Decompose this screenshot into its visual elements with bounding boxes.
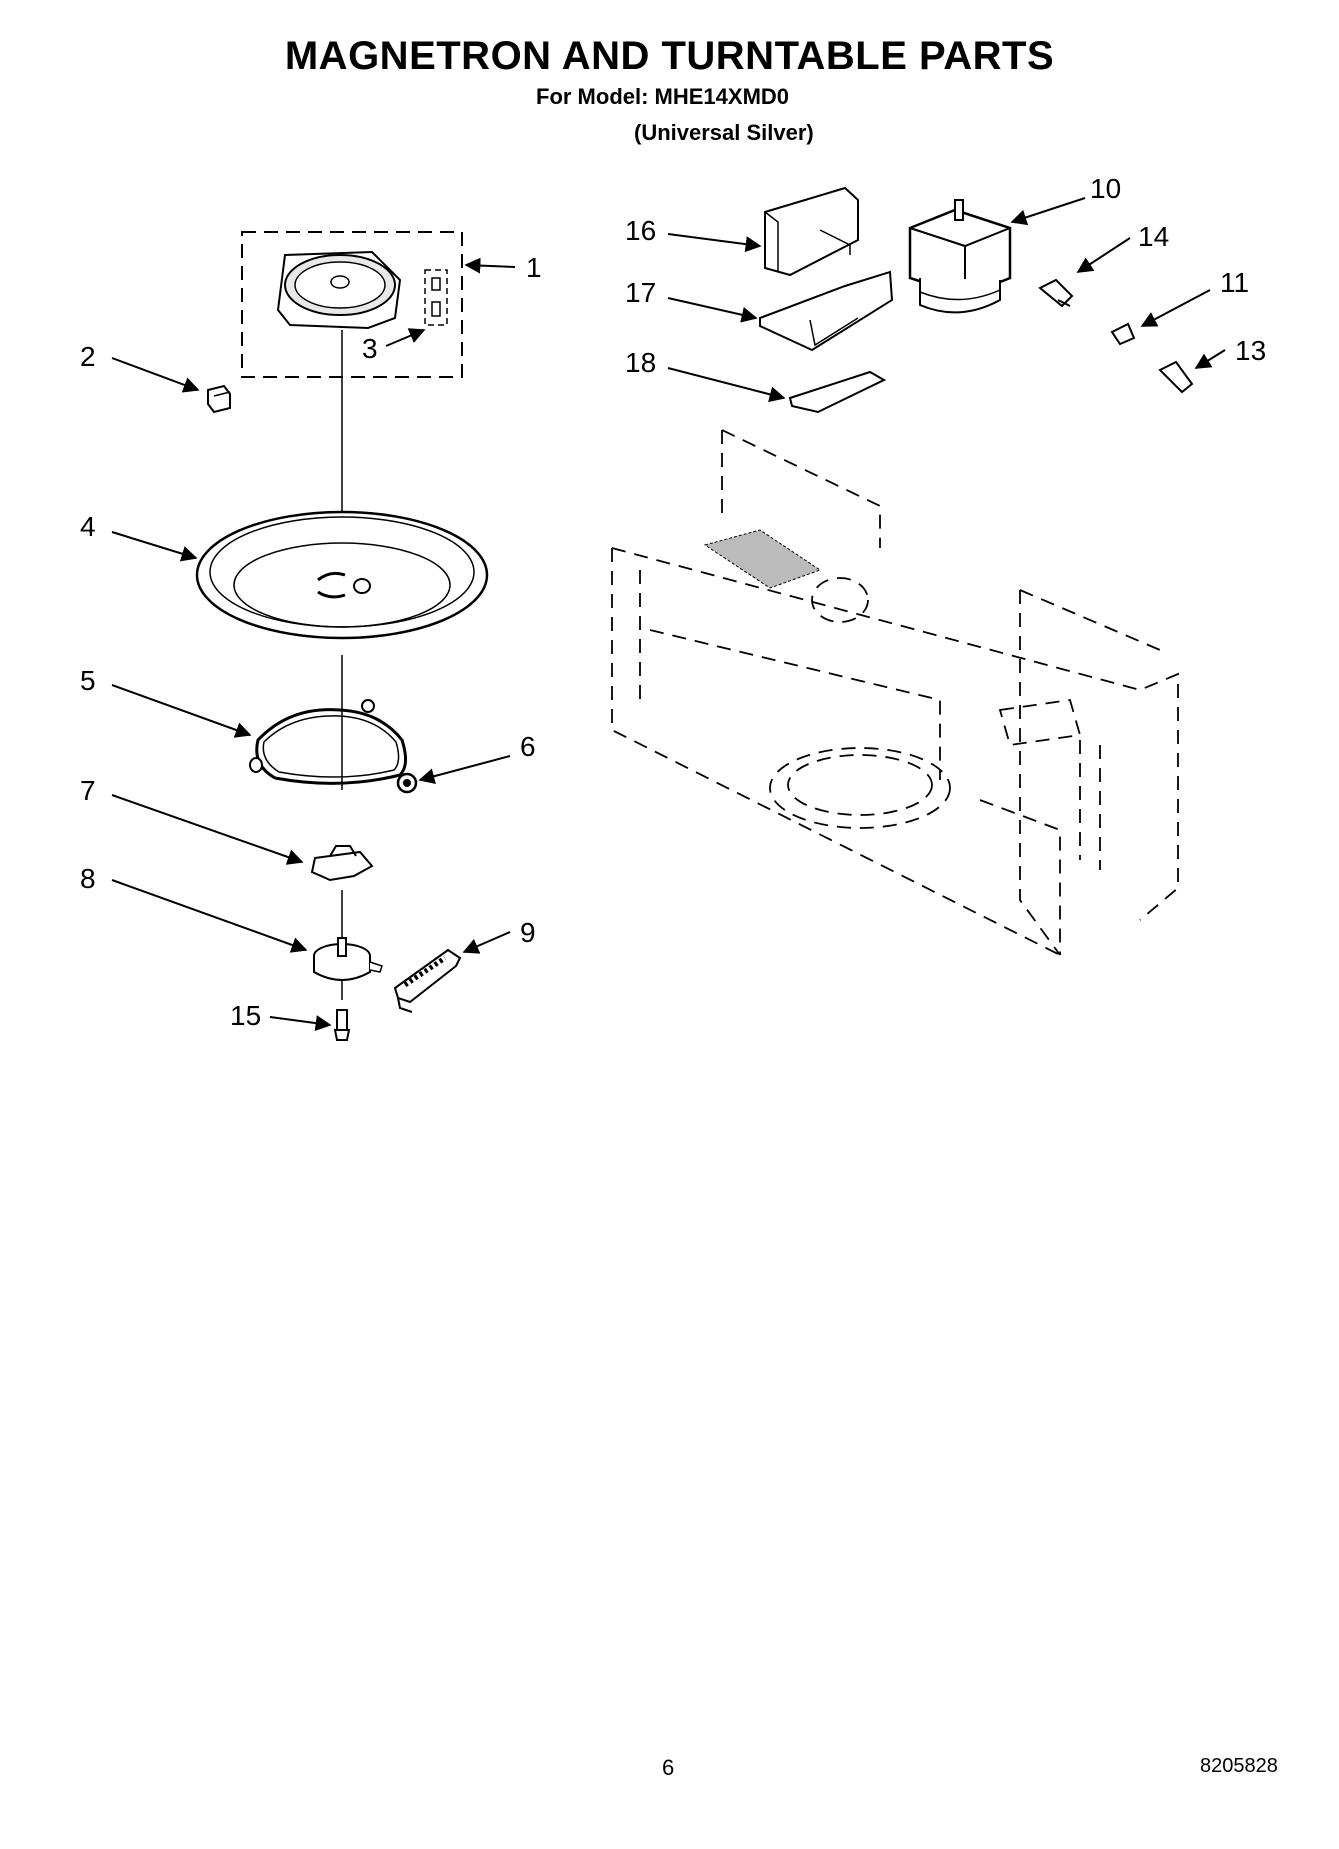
callout-11: 11: [1220, 267, 1249, 298]
callout-5: 5: [80, 665, 96, 696]
variant-line: (Universal Silver): [634, 120, 814, 145]
callout-18: 18: [625, 347, 656, 378]
part-4-turntable-tray[interactable]: [195, 510, 489, 640]
callout-16: 16: [625, 215, 656, 246]
cavity-outline: [611, 429, 1179, 956]
callout-8: 8: [80, 863, 96, 894]
callout-14: 14: [1138, 221, 1169, 252]
callout-9: 9: [520, 917, 536, 948]
part-14-screw[interactable]: [1038, 278, 1074, 308]
callout-3: 3: [362, 333, 378, 364]
callout-13: 13: [1235, 335, 1266, 366]
model-line: For Model: MHE14XMD0: [536, 84, 790, 109]
item-1-group-box: [241, 231, 463, 378]
page-title: MAGNETRON AND TURNTABLE PARTS: [284, 34, 1055, 78]
callout-4: 4: [80, 511, 96, 542]
document-number: 8205828: [1200, 1755, 1278, 1777]
part-15-screw[interactable]: [333, 1009, 351, 1041]
callout-15: 15: [230, 1000, 261, 1031]
part-5-roller-ring[interactable]: [249, 699, 407, 785]
part-1-cover-plate[interactable]: [276, 250, 402, 330]
callout-6: 6: [520, 731, 536, 762]
part-10-magnetron[interactable]: [908, 199, 1012, 314]
leader-lines: [111, 197, 1226, 1032]
part-11-clip[interactable]: [1110, 322, 1136, 346]
item-3-group-box: [424, 269, 448, 326]
vent-grille: [703, 529, 822, 589]
part-3-screws[interactable]: [431, 277, 441, 317]
callout-7: 7: [80, 775, 96, 806]
callout-10: 10: [1090, 173, 1121, 204]
part-9-bracket[interactable]: [393, 948, 462, 1013]
part-8-turntable-motor[interactable]: [313, 937, 383, 981]
page-number: 6: [662, 1755, 675, 1780]
callout-1: 1: [526, 252, 542, 283]
callout-17: 17: [625, 277, 656, 308]
part-13-screw[interactable]: [1158, 360, 1194, 394]
callout-2: 2: [80, 341, 96, 372]
part-17-waveguide-bracket[interactable]: [759, 270, 894, 352]
part-18-plate[interactable]: [788, 370, 887, 414]
part-7-coupler[interactable]: [310, 845, 374, 882]
part-2-clip[interactable]: [207, 384, 231, 414]
part-16-upper-bracket[interactable]: [764, 186, 859, 277]
part-6-roller-wheel[interactable]: [396, 772, 418, 794]
